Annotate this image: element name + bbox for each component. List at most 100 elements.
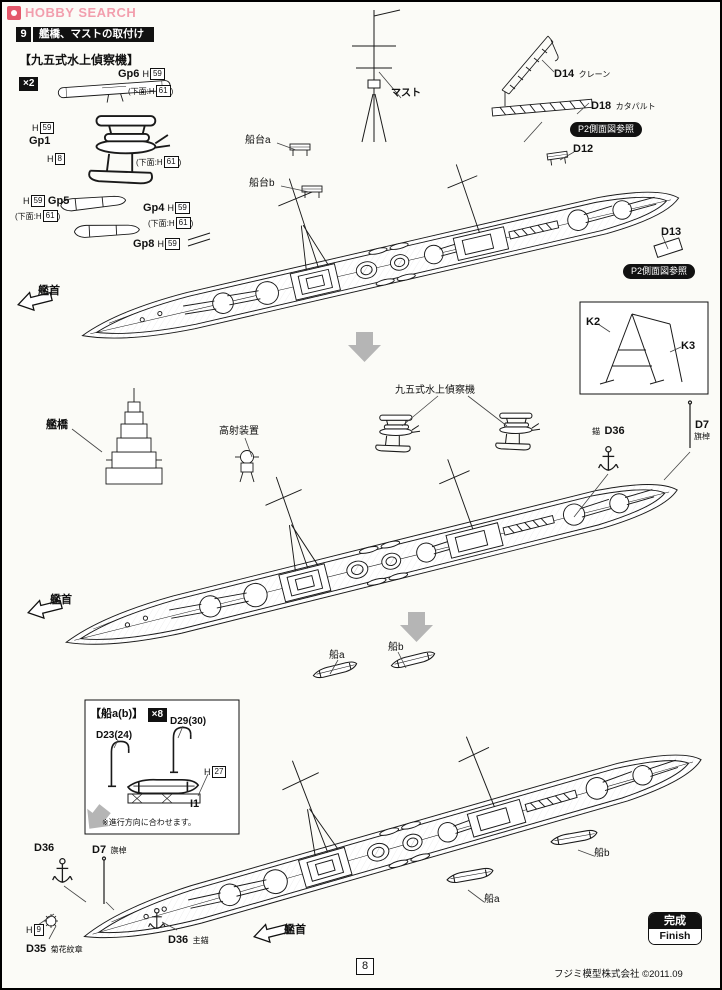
part-name: 主錨 (192, 936, 209, 945)
part-name: 旗棹 (694, 431, 710, 441)
part-code: D7 (694, 419, 710, 431)
runner-letter: H (148, 87, 155, 96)
part-code: D36 (604, 425, 625, 437)
part-name: 錨 (592, 427, 600, 436)
p2-reference-pill-1: P2側面図参照 (570, 122, 643, 137)
part-number-box: 27 (211, 766, 227, 778)
cradle-a-label: 船台a (245, 135, 271, 146)
part-number-box: 59 (39, 122, 55, 134)
note-close: ) (170, 87, 174, 96)
part-name: クレーン (578, 70, 611, 79)
part-label-gp1: Gp1 (29, 135, 51, 147)
part-code: Gp5 (47, 195, 70, 207)
runner-letter: H (35, 212, 42, 221)
note-close: ) (190, 219, 194, 228)
note-close: ) (178, 158, 182, 167)
part-label-d23: D23(24) (96, 730, 133, 741)
boat-a-label-top: 船a (329, 650, 345, 661)
part-label-d35: D35 菊花紋章 (26, 939, 83, 957)
runner-letter: H (168, 219, 175, 228)
step-number: 9 (16, 27, 31, 42)
publisher-credit: フジミ模型株式会社 ©2011.09 (554, 969, 683, 980)
note-close: ) (57, 212, 61, 221)
part-label-d18: D18 カタパルト (591, 96, 656, 114)
part-number-box: 61 (42, 210, 58, 222)
seaplane-section-title: 【九五式水上偵察機】 (19, 53, 140, 67)
part-code: Gp8 (133, 238, 155, 250)
part-code: D36 (168, 934, 189, 946)
runner-letter: H (157, 239, 164, 249)
cradle-b-label: 船台b (249, 178, 275, 189)
note-text: (下面: (15, 212, 36, 221)
hobbysearch-logo-icon (7, 5, 21, 20)
part-number-box: 61 (155, 85, 171, 97)
runner-letter: H (26, 925, 33, 935)
note-text: (下面: (128, 87, 149, 96)
part-name: カタパルト (615, 102, 656, 111)
page-number: 8 (356, 958, 375, 975)
part-name: 旗棹 (110, 846, 127, 855)
boat-a-label-right: 船a (484, 894, 500, 905)
part-label-d7: D7 旗棹 (694, 419, 710, 441)
part-code: D18 (591, 100, 612, 112)
part-number-box: 61 (175, 217, 191, 229)
bow-label-bottom: 艦首 (284, 924, 306, 936)
boat-b-label-right: 船b (594, 848, 610, 859)
boat-inset-title: 【船a(b)】 ×8 (90, 704, 168, 722)
runner-letter: H (167, 203, 174, 213)
watermark-text: HOBBY SEARCH (25, 5, 137, 20)
inset-qty-badge: ×8 (147, 708, 168, 722)
aa-director-label: 高射装置 (219, 426, 259, 437)
part-label-d7-bottom: D7 旗棹 (92, 840, 127, 858)
part-label-d29: D29(30) (170, 716, 207, 727)
watermark: HOBBY SEARCH (7, 5, 136, 20)
ship-top-parts-drawings (289, 9, 684, 385)
part-label-d36-left: D36 (34, 842, 55, 854)
part-label-d12: D12 (573, 143, 594, 155)
part-number-box: 61 (163, 156, 179, 168)
part-code: Gp4 (143, 202, 165, 214)
step-title: 艦橋、マストの取付け (33, 27, 154, 42)
finish-badge: 完成 Finish (648, 912, 702, 945)
leader-lines (37, 59, 691, 940)
seaplane-callout-label: 九五式水上偵察機 (395, 385, 475, 396)
bow-label-top: 艦首 (38, 285, 60, 297)
inset-title-text: 【船a(b)】 (90, 708, 144, 720)
boat-inset-drawings (107, 726, 201, 804)
mast-label: マスト (391, 88, 421, 99)
part-number-box: 59 (174, 202, 190, 214)
inset-direction-note: ※進行方向に合わせます。 (102, 818, 196, 827)
part-code: D7 (92, 844, 107, 856)
note-text: (下面: (136, 158, 157, 167)
part-label-d36-center: D36 主錨 (168, 930, 209, 948)
finish-jp-text: 完成 (649, 913, 701, 929)
runner-letter: H (47, 154, 54, 164)
note-text: (下面: (148, 219, 169, 228)
boat-b-label-top: 船b (388, 642, 404, 653)
step-arrow-down-2 (400, 612, 433, 642)
runner-letter: H (32, 123, 39, 133)
part-label-k2: K2 (586, 316, 601, 328)
part-label-d13: D13 (661, 226, 682, 238)
runner-letter: H (23, 196, 30, 206)
part-number-box: 59 (164, 238, 180, 250)
runner-letter: H (204, 767, 211, 777)
part-name: 菊花紋章 (50, 945, 83, 954)
part-number-box: 9 (33, 924, 44, 936)
part-number-box: 59 (149, 68, 165, 80)
part-label-k3: K3 (681, 340, 696, 352)
part-label-d36-anchor: 錨 D36 (592, 421, 625, 439)
part-code: Gp6 (118, 68, 140, 80)
